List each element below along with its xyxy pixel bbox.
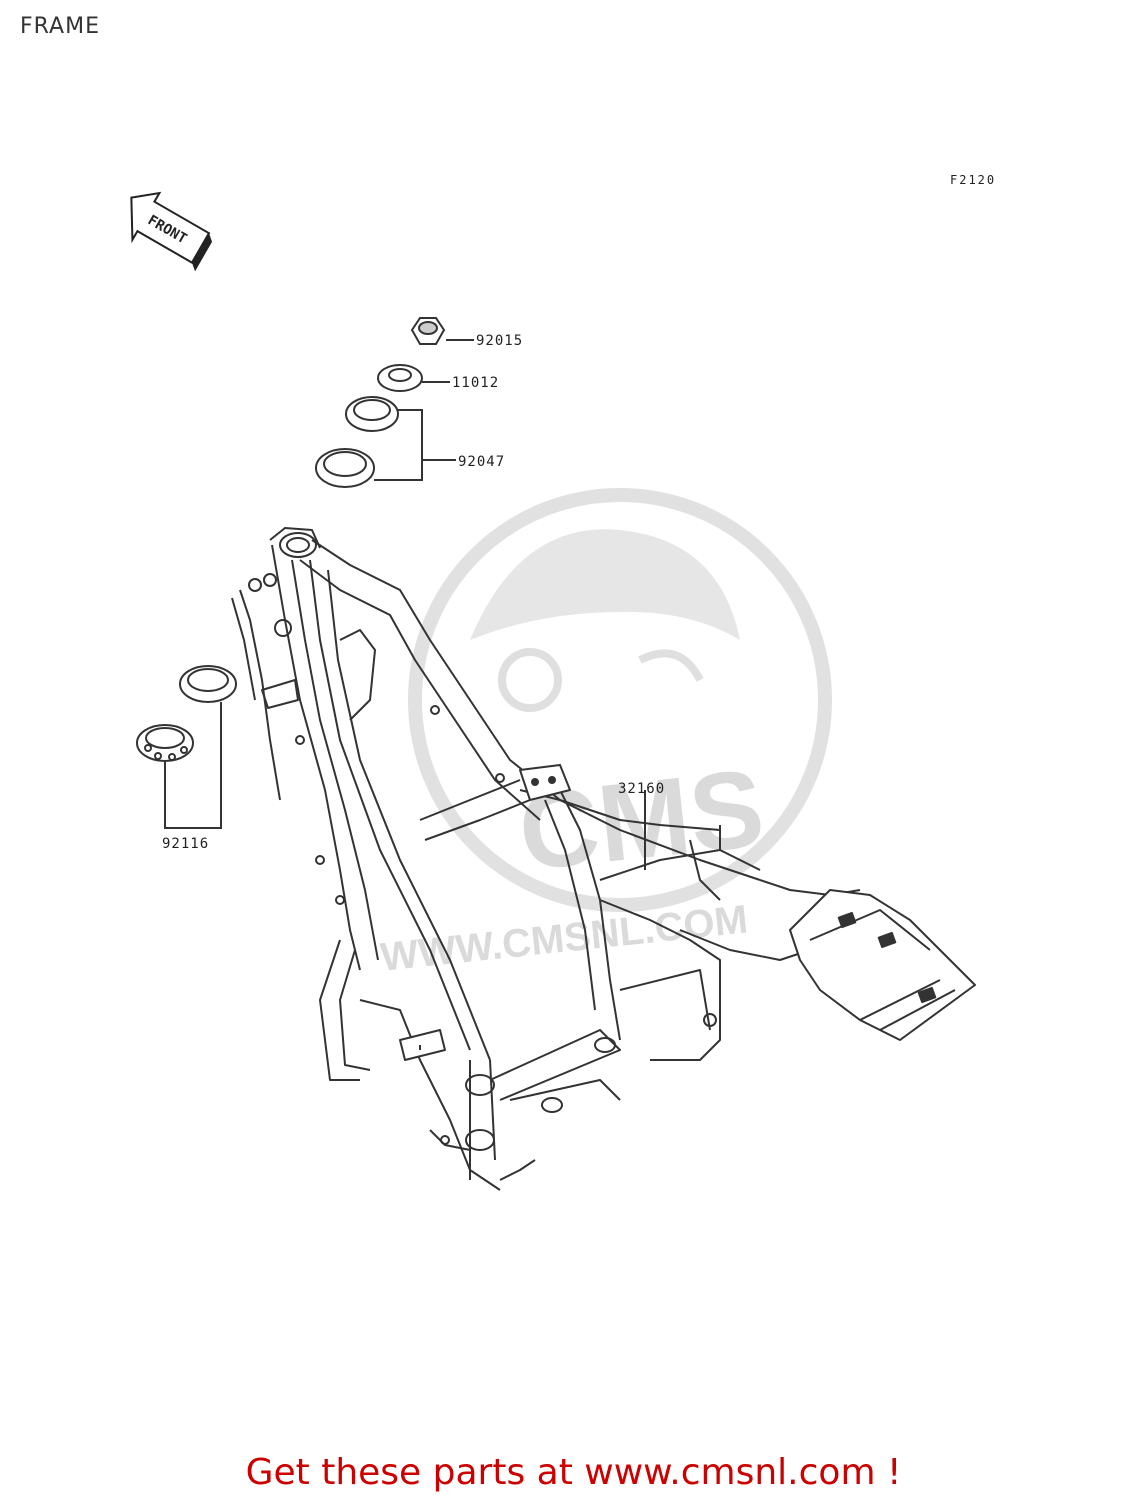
race-part-icon — [315, 396, 399, 488]
callout-11012: 11012 — [452, 375, 499, 391]
callout-92047: 92047 — [458, 454, 505, 470]
watermark-site: WWW.CMSNL.COM — [378, 897, 749, 979]
callout-92015: 92015 — [476, 333, 523, 349]
front-arrow-icon: FRONT — [130, 191, 213, 272]
page-title: FRAME — [20, 14, 100, 39]
nut-part-icon — [410, 317, 446, 345]
callout-92116: 92116 — [162, 836, 209, 852]
callout-32160: 32160 — [618, 781, 665, 797]
frame-part-drawing — [231, 527, 976, 1191]
diagram-reference-code: F2120 — [950, 173, 996, 187]
bearing-part-icon — [136, 665, 237, 762]
washer-part-icon — [377, 364, 423, 392]
get-parts-link[interactable]: Get these parts at www.cmsnl.com ! — [245, 1452, 902, 1493]
parts-diagram: CMS WWW.CMSNL.COM F2120 FRONT 92015 1101… — [130, 173, 996, 1191]
